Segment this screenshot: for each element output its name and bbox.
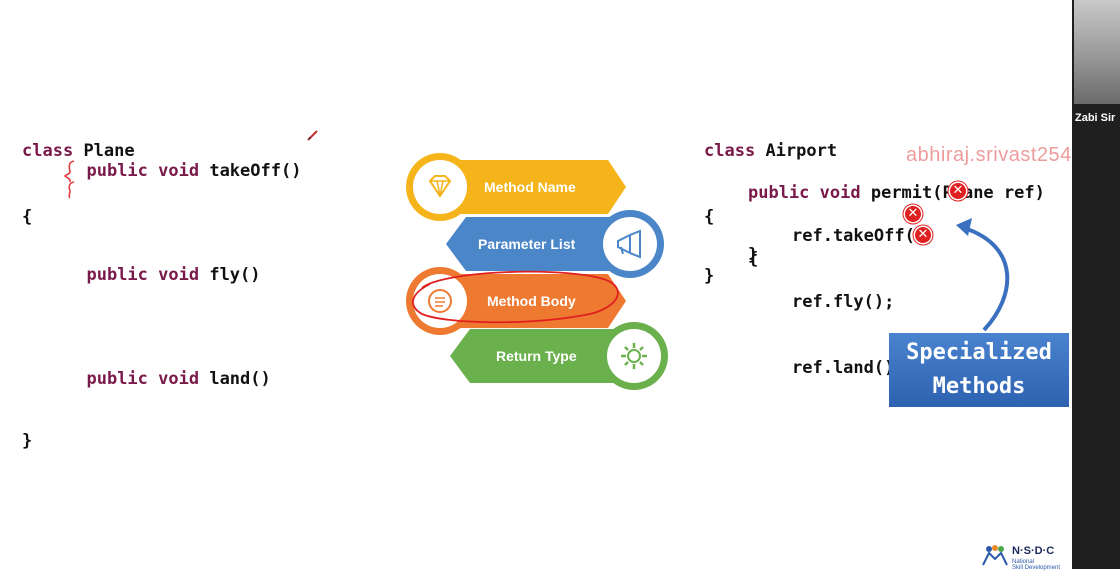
inner-close-brace: } [748,245,759,265]
nsdc-title: N·S·D·C [1012,545,1055,557]
takeoff-method-line: public void takeOff() [86,161,302,181]
parameter-list-label: Parameter List [478,236,576,252]
nsdc-logo: N·S·D·C National Skill Development [979,541,1071,571]
outer-close-brace: } [704,266,715,286]
callout-line-1: Specialized [906,340,1052,365]
cross-mark-icon: ✕ [915,227,931,243]
class-decl-line: class Airport [704,141,838,161]
method-name-banner [440,160,626,214]
inner-open-brace: { [748,249,759,269]
fly-method-line: public void fly() [86,265,261,285]
pen-cursor-icon [307,130,318,141]
close-brace: } [22,431,33,451]
diamond-icon [428,175,452,198]
land-method-line: public void land() [86,369,271,389]
specialized-methods-callout: Specialized Methods [889,333,1069,407]
chat-bubble-icon [428,289,452,313]
curved-arrow-icon [956,218,1010,332]
method-parts-infographic [406,153,668,390]
method-calls: ref.takeOff(); ref.fly(); ref.land(); [792,181,935,401]
gear-icon [621,343,647,369]
participant-video-tile[interactable] [1074,0,1120,104]
nsdc-figures-icon [982,545,1008,566]
method-body-banner [440,274,626,328]
class-decl-line: class Plane [22,141,135,161]
cross-mark-icon: ✕ [905,206,921,222]
method-body-label: Method Body [487,293,576,309]
open-brace: { [22,207,33,227]
parameter-list-banner [446,217,630,271]
airport-class-code: class Airport { [704,96,837,250]
open-brace: { [704,207,715,227]
participant-name: Zabi Sir [1075,112,1116,124]
return-type-label: Return Type [496,348,577,364]
plane-class-code: class Plane { [22,96,135,250]
return-type-banner [450,329,634,383]
call-land: ref.land(); [792,358,905,378]
megaphone-icon [617,229,641,259]
cross-mark-icon: ✕ [950,183,966,199]
nsdc-subtitle-1: National [1012,559,1035,565]
method-body-annotation [412,270,619,324]
call-takeoff: ref.takeOff(); [792,226,936,246]
nsdc-subtitle-2: Skill Development [1012,565,1061,571]
handwritten-braces [64,160,75,199]
callout-line-2: Methods [932,374,1026,399]
email-watermark: abhiraj.srivast254@ [906,144,1093,166]
method-name-label: Method Name [484,179,576,195]
call-fly: ref.fly(); [792,292,895,312]
